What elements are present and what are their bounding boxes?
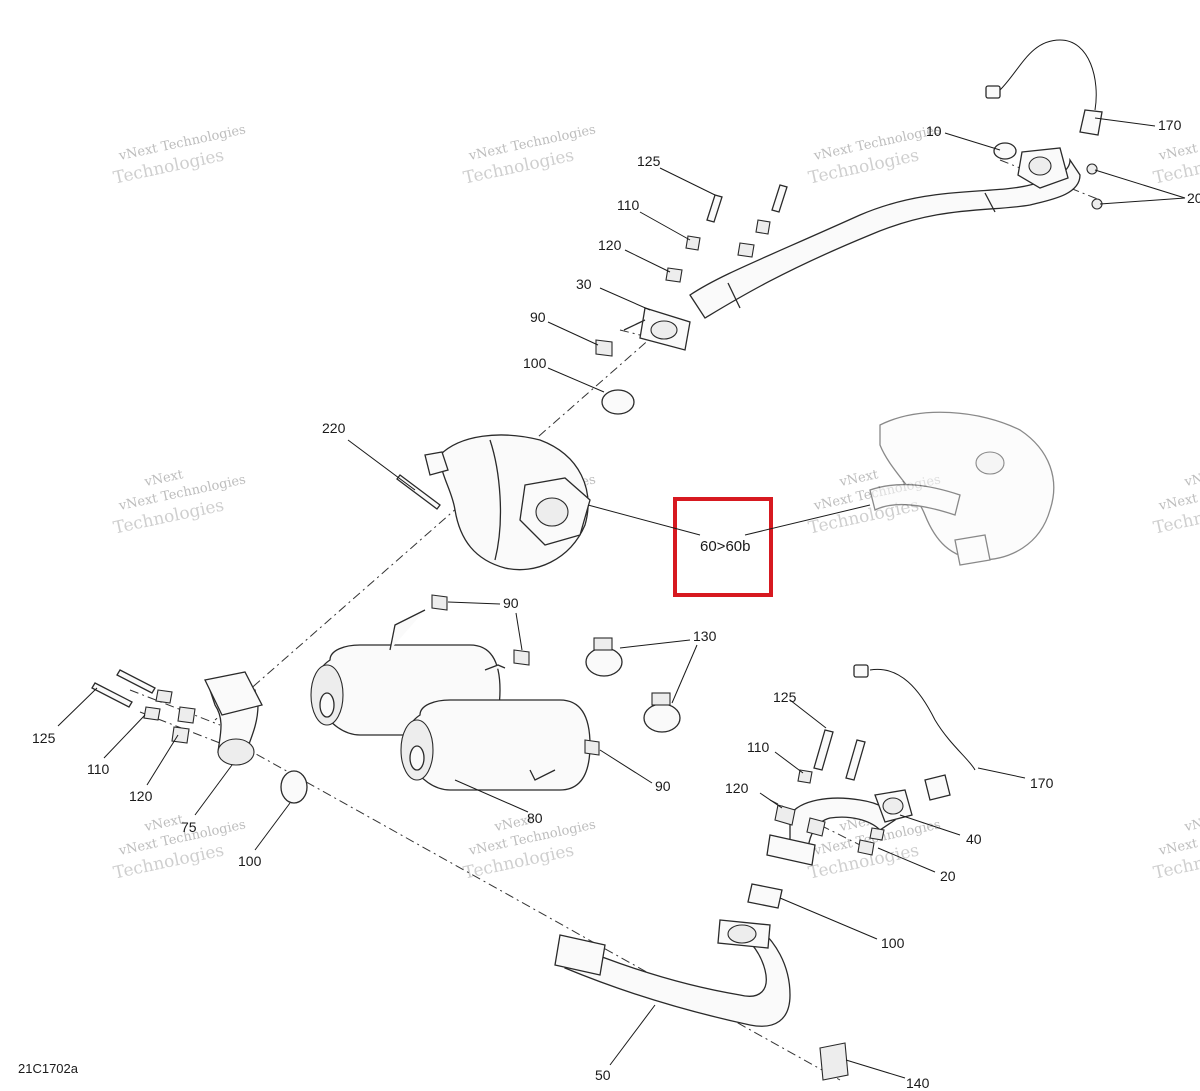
header-pipe-40 — [766, 789, 913, 866]
muffler-lower-80 — [400, 699, 591, 791]
grommet-90-right — [584, 739, 600, 756]
callout-90-mid: 90 — [503, 595, 519, 611]
watermark: vNext vNext Technologies Technologies — [112, 467, 247, 538]
callout-40: 40 — [966, 831, 982, 847]
callout-50: 50 — [595, 1067, 611, 1083]
callout-20-top: 20 — [1187, 190, 1200, 206]
fasteners-left — [91, 669, 196, 744]
clamp-130-a — [585, 637, 623, 677]
callout-90-right: 90 — [655, 778, 671, 794]
gasket-100-bottom — [747, 883, 783, 909]
callout-125-top: 125 — [637, 153, 661, 169]
callout-100-bottom: 100 — [881, 935, 905, 951]
callout-labels: 170 10 20 125 110 120 30 90 100 220 90 1… — [32, 117, 1200, 1091]
fasteners-top — [623, 184, 788, 331]
callout-10: 10 — [926, 123, 942, 139]
highlight-label: 60>60b — [700, 538, 750, 555]
callout-220: 220 — [322, 420, 346, 436]
o2-sensor-top-170 — [985, 39, 1103, 136]
callout-100-top: 100 — [523, 355, 547, 371]
callout-120-right: 120 — [725, 780, 749, 796]
hanger-140 — [819, 1042, 849, 1081]
gasket-100-left — [280, 770, 308, 804]
grommet-90-top — [595, 339, 613, 357]
callout-110-left: 110 — [87, 761, 110, 777]
o-ring-10 — [993, 142, 1017, 160]
fasteners-right — [774, 729, 885, 856]
gasket-220 — [396, 474, 441, 510]
callout-leaders — [57, 117, 1186, 1079]
gasket-100-top — [601, 389, 635, 415]
callout-125-left: 125 — [32, 730, 56, 746]
callout-170-top: 170 — [1158, 117, 1182, 133]
callout-100-left: 100 — [238, 853, 262, 869]
drawing-id: 21C1702a — [18, 1061, 79, 1076]
o2-sensor-right-170 — [853, 664, 976, 801]
catalytic-converter-60b — [869, 411, 1055, 566]
watermark: vNext Technologies Technologies — [112, 122, 247, 188]
watermark: vNext vNext Technologies Technologies — [1152, 467, 1200, 538]
callout-120-left: 120 — [129, 788, 153, 804]
callout-75: 75 — [181, 819, 197, 835]
watermark: vNext vNext Technologies Technologies — [112, 812, 247, 883]
highlight-box-60-60b — [673, 497, 773, 597]
lower-pipe-50 — [554, 919, 791, 1027]
callout-80: 80 — [527, 810, 543, 826]
callout-110-right: 110 — [747, 739, 770, 755]
watermark-text: vNext — [1182, 812, 1200, 835]
header-pipe-30 — [639, 147, 1081, 351]
callout-170-right: 170 — [1030, 775, 1054, 791]
callout-130: 130 — [693, 628, 717, 644]
assembly-axis-lines — [129, 159, 1101, 1081]
clamp-130-b — [643, 692, 681, 733]
callout-30: 30 — [576, 276, 592, 292]
callout-140: 140 — [906, 1075, 930, 1091]
callout-120-top: 120 — [598, 237, 622, 253]
callout-110-top: 110 — [617, 197, 640, 213]
grommet-90-mid-b — [513, 649, 530, 666]
callout-20-right: 20 — [940, 868, 956, 884]
elbow-pipe-75 — [204, 671, 263, 766]
callout-125-right: 125 — [773, 689, 797, 705]
watermark: vNext vNext Technologies Technologies — [1152, 812, 1200, 883]
watermark: vNext Technologies Technologies — [462, 122, 597, 188]
grommet-90-mid-a — [431, 594, 448, 611]
nut-20-top-a — [1086, 163, 1098, 175]
catalytic-converter-60 — [424, 434, 591, 571]
watermark-text: vNext — [1182, 467, 1200, 490]
callout-90-top: 90 — [530, 309, 546, 325]
